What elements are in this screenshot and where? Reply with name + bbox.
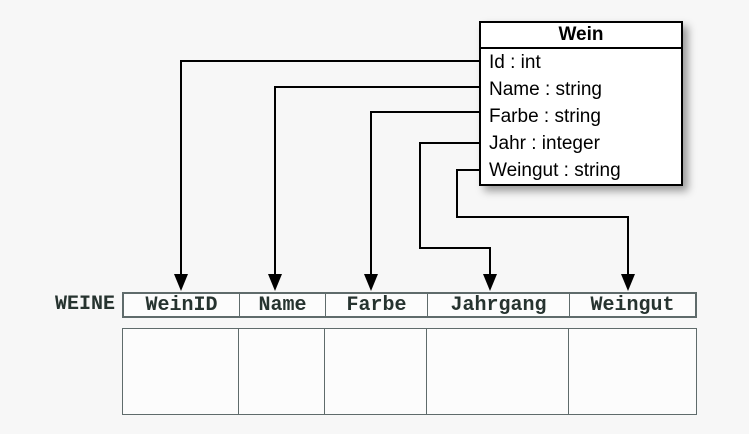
table-cell-farbe-empty [324, 329, 426, 414]
class-attribute-jahr: Jahr : integer [489, 133, 600, 154]
table-name-label: WEINE [54, 293, 115, 316]
connector-name-to-name [274, 86, 479, 276]
class-attribute-weingut: Weingut : string [489, 160, 621, 181]
table-body-row [122, 328, 697, 415]
connector-id-to-weinid [180, 60, 479, 276]
class-attribute-name: Name : string [489, 79, 602, 100]
column-header-farbe: Farbe [325, 294, 427, 317]
arrowhead-weingut [621, 274, 635, 291]
connector-jahr-to-jahrgang [419, 142, 491, 276]
class-attribute-farbe: Farbe : string [489, 106, 601, 127]
connector-weingut-to-weingut [456, 169, 629, 276]
table-cell-weingut-empty [568, 329, 696, 414]
arrowhead-farbe [364, 274, 378, 291]
connector-farbe-to-farbe [370, 111, 479, 276]
class-attribute-id: Id : int [489, 52, 541, 73]
table-header-row: WeinID Name Farbe Jahrgang Weingut [122, 292, 697, 318]
arrowhead-name [268, 274, 282, 291]
arrowhead-jahrgang [483, 274, 497, 291]
class-title: Wein [481, 23, 681, 49]
column-header-jahrgang: Jahrgang [427, 294, 569, 317]
table-cell-name-empty [238, 329, 324, 414]
column-header-weinid: WeinID [145, 293, 218, 317]
table-cell-weinid-empty [123, 329, 238, 414]
column-header-weingut: Weingut [569, 294, 695, 317]
uml-class-wein: Wein Id : int Name : string Farbe : stri… [479, 21, 683, 186]
class-attribute-list: Id : int Name : string Farbe : string Ja… [481, 49, 681, 184]
column-header-name: Name [239, 294, 325, 317]
table-cell-jahrgang-empty [426, 329, 568, 414]
arrowhead-weinid [174, 274, 188, 291]
